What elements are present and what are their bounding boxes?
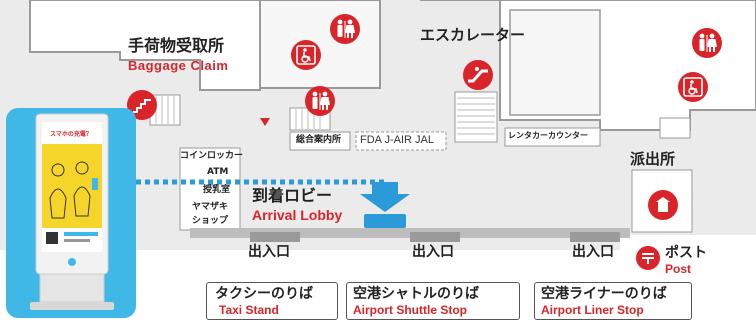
rental-car-label: レンタカーカウンター (508, 131, 588, 140)
info-counter-label: 総合案内所 (296, 135, 342, 145)
restroom-icon (692, 28, 722, 58)
liner-stop-sign: 空港ライナーのりば Airport Liner Stop (534, 282, 692, 320)
down-arrow-icon (360, 182, 410, 228)
baggage-claim-en-label: Baggage Claim (128, 58, 229, 73)
accessible-restroom-icon (291, 40, 321, 70)
shuttle-stop-label: 空港シャトルのりば (353, 286, 479, 302)
accessible-restroom-icon (678, 72, 708, 102)
kiosk-graphic (30, 113, 114, 310)
nursing-room-label: 授乳室 (203, 185, 231, 195)
taxi-stand-en-label: Taxi Stand (219, 303, 279, 317)
escalator-icon (463, 60, 493, 90)
shop-label-line1: ヤマザキ (192, 202, 229, 212)
shuttle-stop-sign: 空港シャトルのりば Airport Shuttle Stop (346, 282, 520, 320)
shop-label-line2: ショップ (192, 216, 229, 226)
entrance-label: 出入口 (248, 244, 290, 260)
liner-stop-label: 空港ライナーのりば (541, 286, 667, 302)
restroom-icon (305, 86, 335, 116)
entrance-label: 出入口 (412, 244, 454, 260)
taxi-stand-sign: タクシーのりば Taxi Stand (206, 282, 338, 320)
airline-counter-label: FDA J-AIR JAL (360, 134, 434, 146)
restroom-room (259, 0, 381, 89)
arrival-lobby-label: 到着ロビー (252, 186, 333, 205)
police-box-label: 派出所 (630, 150, 676, 168)
post-en-label: Post (665, 262, 692, 276)
police-icon (648, 190, 678, 220)
taxi-stand-label: タクシーのりば (215, 286, 313, 302)
post-label: ポスト (665, 245, 707, 261)
baggage-claim-label: 手荷物受取所 (128, 36, 225, 55)
restroom-icon (330, 14, 360, 44)
escalator-label: エスカレーター (420, 26, 526, 44)
shuttle-stop-en-label: Airport Shuttle Stop (353, 303, 467, 317)
coin-locker-label: コインロッカー (180, 151, 244, 161)
atm-label: ATM (207, 167, 229, 177)
kiosk-inset: スマホの充電？ (6, 108, 136, 318)
liner-stop-en-label: Airport Liner Stop (541, 303, 644, 317)
postbox-icon (636, 246, 660, 270)
kiosk-screen-text: スマホの充電？ (50, 131, 92, 138)
right-room-inner (509, 9, 601, 116)
entrance-label: 出入口 (572, 244, 614, 260)
arrival-lobby-en-label: Arrival Lobby (252, 207, 343, 223)
